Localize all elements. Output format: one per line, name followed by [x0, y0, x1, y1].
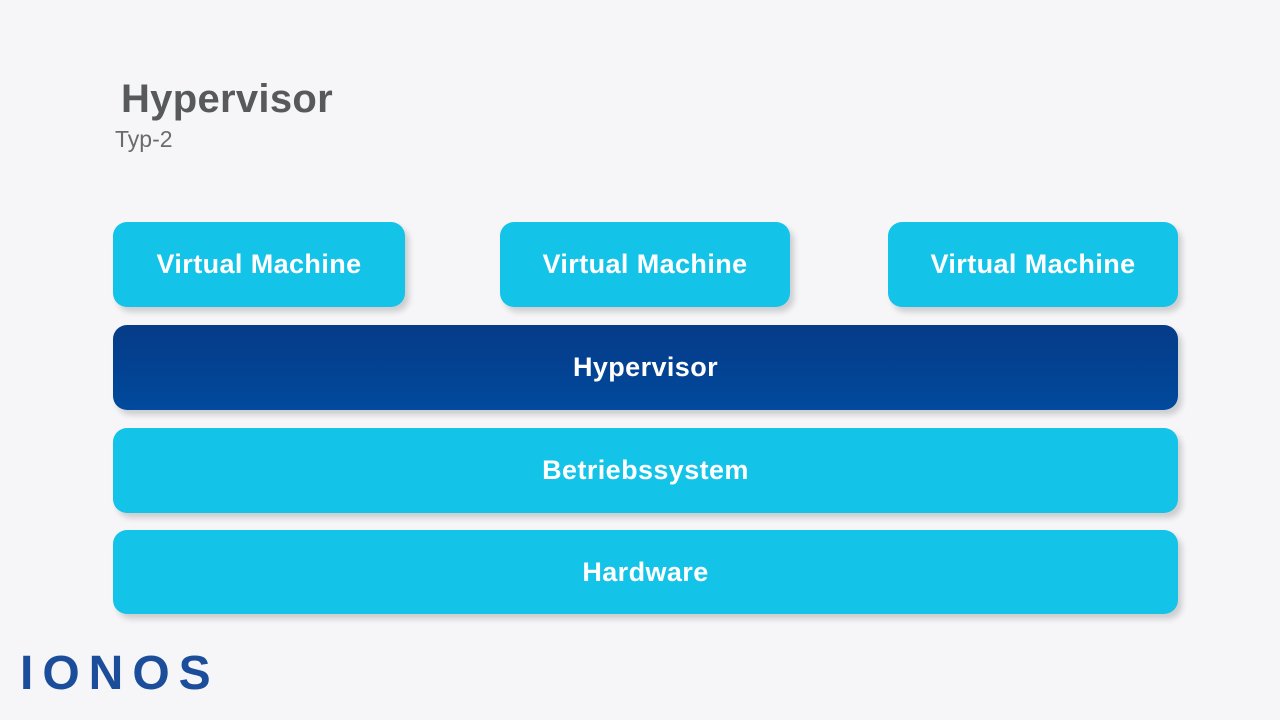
layer-label: Betriebssystem: [542, 455, 749, 485]
ionos-logo: IONOS: [20, 647, 220, 700]
diagram-layer-betriebssystem: Betriebssystem: [113, 428, 1178, 513]
page-subtitle: Typ-2: [115, 126, 173, 152]
layer-label: Hardware: [582, 556, 709, 587]
diagram-layer-hardware: Hardware: [113, 530, 1178, 614]
page-title: Hypervisor: [121, 77, 333, 121]
layer-label: Hypervisor: [572, 352, 719, 382]
node-label: Virtual Machine: [542, 249, 748, 279]
diagram-layer-hypervisor: Hypervisor: [113, 325, 1178, 410]
node-label: Virtual Machine: [930, 249, 1136, 279]
diagram-node-virtual-machine-2: Virtual Machine: [500, 222, 790, 307]
diagram-node-virtual-machine-1: Virtual Machine: [113, 222, 405, 307]
heading-block: Hypervisor Typ-2: [113, 76, 813, 153]
diagram-node-virtual-machine-3: Virtual Machine: [888, 222, 1178, 307]
node-label: Virtual Machine: [156, 249, 362, 279]
